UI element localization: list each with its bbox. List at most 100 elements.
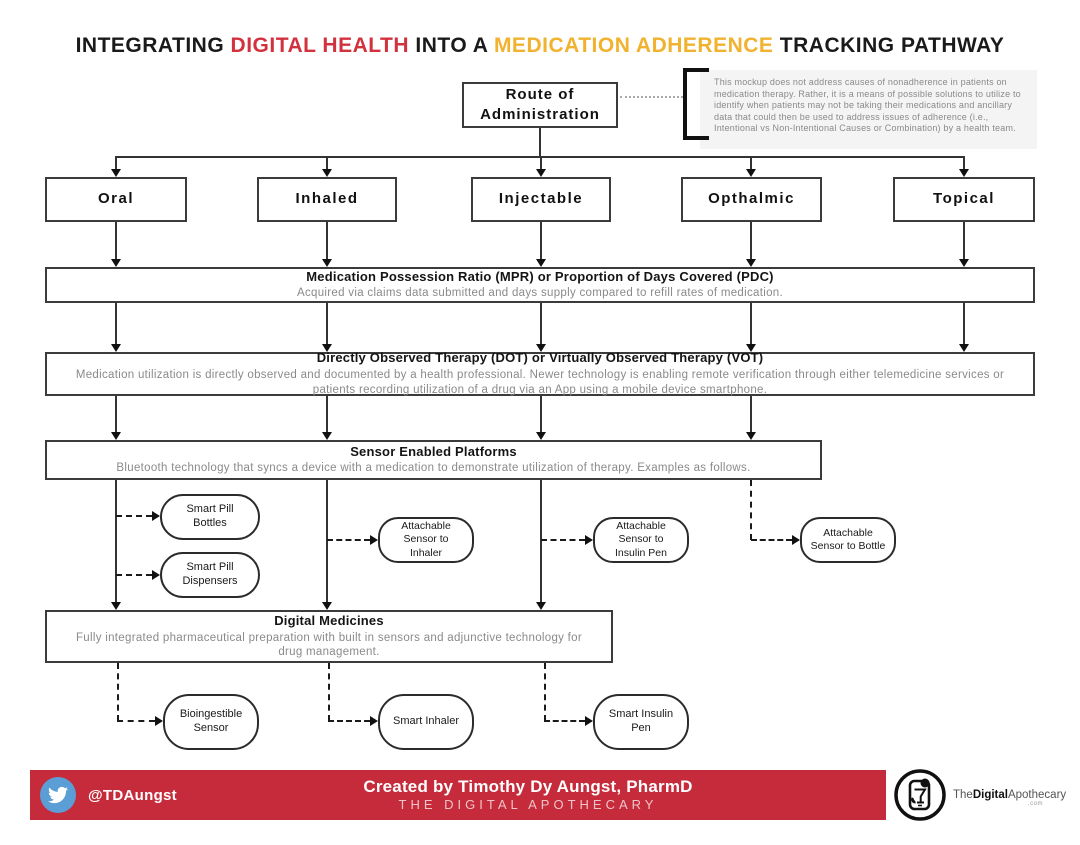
node-label: Route of Administration (480, 85, 600, 123)
connector-line-dashed (116, 574, 152, 576)
connector-line-dashed (541, 539, 585, 541)
connector-line-dashed (751, 539, 792, 541)
connector-line-dashed (328, 663, 330, 721)
connector-line-dashed (750, 480, 752, 540)
connector-line-dashed (544, 663, 546, 721)
node-label: Injectable (498, 190, 584, 208)
twitter-bird-icon (48, 786, 68, 804)
node-label: Opthalmic (708, 190, 795, 208)
stage-description: Fully integrated pharmaceutical preparat… (75, 631, 583, 659)
example-smart-pill-dispensers: Smart Pill Dispensers (160, 552, 260, 598)
connector-line (326, 480, 328, 602)
arrowhead (111, 602, 121, 610)
connector-line (115, 480, 117, 602)
note-text: This mockup does not address causes of n… (700, 70, 1037, 149)
stage-title: Sensor Enabled Platforms (350, 443, 517, 459)
arrowhead (959, 169, 969, 177)
connector-line (963, 222, 965, 259)
node-label: Inhaled (295, 190, 359, 208)
logo-tld: .com (1028, 801, 1044, 807)
connector-line (963, 157, 965, 169)
example-smart-inhaler: Smart Inhaler (378, 694, 474, 750)
connector-line-dashed (117, 663, 119, 721)
arrowhead (536, 169, 546, 177)
arrowhead (322, 432, 332, 440)
twitter-icon[interactable] (40, 777, 76, 813)
page-title: INTEGRATING DIGITAL HEALTH INTO A MEDICA… (0, 34, 1080, 58)
title-part: INTO A (409, 34, 494, 57)
connector-line (326, 303, 328, 344)
connector-line (115, 396, 117, 432)
arrowhead (370, 535, 378, 545)
connector-line (115, 157, 117, 169)
title-part-medication-adherence: MEDICATION ADHERENCE (493, 34, 774, 57)
connector-line-dashed (116, 515, 152, 517)
connector-line (540, 303, 542, 344)
arrowhead (111, 432, 121, 440)
connector-line (539, 128, 541, 157)
connector-dotted-note (620, 96, 683, 98)
arrowhead (959, 344, 969, 352)
example-bioingestible-sensor: Bioingestible Sensor (163, 694, 259, 750)
stage-dot-vot: Directly Observed Therapy (DOT) or Virtu… (45, 350, 1035, 396)
arrowhead (111, 344, 121, 352)
example-label: Attachable Sensor to Inhaler (401, 520, 451, 559)
arrowhead (792, 535, 800, 545)
footer-bar: @TDAungst Created by Timothy Dy Aungst, … (30, 770, 886, 820)
stage-title: Medication Possession Ratio (MPR) or Pro… (306, 268, 774, 284)
connector-line (540, 157, 542, 169)
arrowhead (746, 344, 756, 352)
digital-apothecary-logo-icon[interactable] (893, 768, 947, 822)
connector-line (540, 396, 542, 432)
logo-digital: Digital (972, 789, 1008, 801)
arrowhead (746, 259, 756, 267)
connector-line (115, 303, 117, 344)
node-label: Topical (933, 190, 995, 208)
stage-sensor-platforms: Sensor Enabled Platforms Bluetooth techn… (45, 440, 822, 480)
arrowhead (585, 716, 593, 726)
connector-line-dashed (544, 720, 585, 722)
connector-line-dashed (328, 720, 370, 722)
arrowhead (111, 259, 121, 267)
footer-credit-block: Created by Timothy Dy Aungst, PharmD THE… (170, 770, 886, 820)
node-topical: Topical (893, 177, 1035, 222)
connector-line (115, 222, 117, 259)
site-name: THE DIGITAL APOTHECARY (398, 797, 658, 813)
example-label: Smart Pill Bottles (186, 503, 234, 529)
arrowhead (322, 169, 332, 177)
example-attachable-sensor-insulin-pen: Attachable Sensor to Insulin Pen (593, 517, 689, 563)
arrowhead (152, 570, 160, 580)
arrowhead (959, 259, 969, 267)
arrowhead (370, 716, 378, 726)
arrowhead (322, 602, 332, 610)
arrowhead (536, 602, 546, 610)
title-part: TRACKING PATHWAY (773, 34, 1005, 57)
example-label: Smart Insulin Pen (608, 708, 674, 734)
connector-line (540, 222, 542, 259)
connector-line-dashed (117, 720, 155, 722)
stage-description: Acquired via claims data submitted and d… (297, 287, 783, 300)
stage-title: Digital Medicines (274, 612, 384, 628)
twitter-handle[interactable]: @TDAungst (88, 786, 177, 804)
connector-line (326, 222, 328, 259)
example-label: Smart Pill Dispensers (182, 561, 238, 587)
example-label: Bioingestible Sensor (179, 708, 243, 734)
node-label: Oral (97, 190, 134, 208)
stage-title: Directly Observed Therapy (DOT) or Virtu… (316, 350, 764, 366)
arrowhead (585, 535, 593, 545)
logo-the: The (953, 789, 973, 801)
example-smart-pill-bottles: Smart Pill Bottles (160, 494, 260, 540)
stage-digital-medicines: Digital Medicines Fully integrated pharm… (45, 610, 613, 663)
connector-line (326, 157, 328, 169)
stage-mpr-pdc: Medication Possession Ratio (MPR) or Pro… (45, 267, 1035, 303)
arrowhead (536, 432, 546, 440)
note-bracket (683, 68, 709, 140)
logo-apothecary: Apothecary (1007, 789, 1067, 801)
arrowhead (536, 259, 546, 267)
arrowhead (746, 432, 756, 440)
title-part-digital-health: DIGITAL HEALTH (230, 34, 410, 57)
arrowhead (536, 344, 546, 352)
example-attachable-sensor-inhaler: Attachable Sensor to Inhaler (378, 517, 474, 563)
arrowhead (322, 259, 332, 267)
